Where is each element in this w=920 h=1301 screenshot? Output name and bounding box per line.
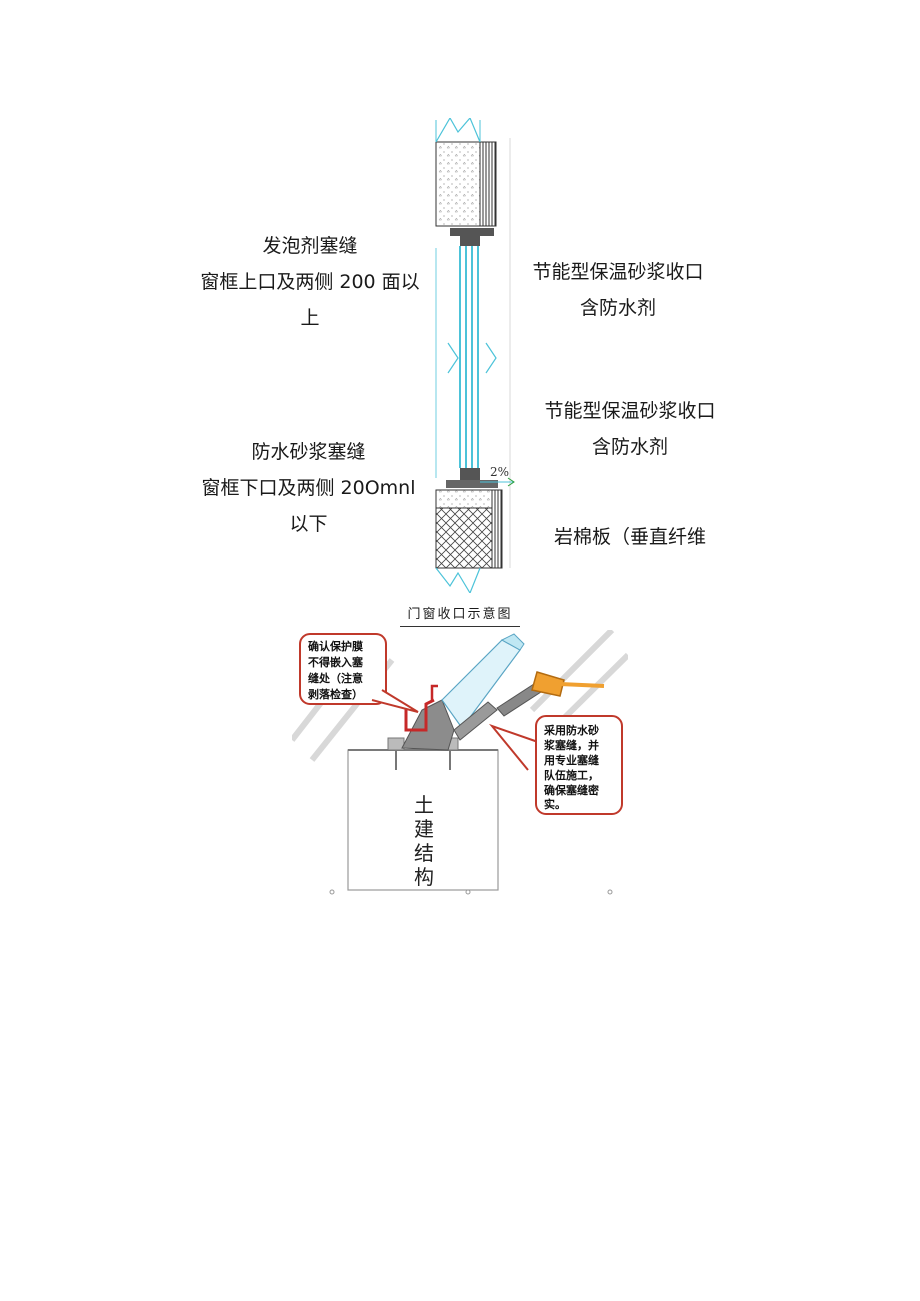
upper-wall [435,118,497,227]
callout-left: 确认保护膜 不得嵌入塞 缝处（注意 剥落检查） [299,633,419,713]
callout-left-line-1: 确认保护膜 [308,639,363,653]
upper-right-label: 节能型保温砂浆收口 含防水剂 [528,254,708,326]
upper-right-line-2: 含防水剂 [579,297,656,319]
selection-handles [329,889,613,895]
concrete-structure [347,737,499,891]
lower-wall [435,489,503,593]
structure-vertical-label: 土 建 结 构 [414,793,434,889]
window-frame-profile [401,633,525,751]
middle-right-line-2: 含防水剂 [591,436,668,458]
vertical-char-1: 土 [414,793,434,817]
lower-right-line-1: 岩棉板（垂直纤维 [553,526,706,548]
callout-left-line-4: 剥落检查） [308,687,363,701]
callout-left-line-2: 不得嵌入塞 [308,655,364,669]
callout-right-line-5: 确保塞缝密 [544,783,599,797]
upper-left-label: 发泡剂塞缝 窗框上口及两侧 200 面以 上 [200,228,420,336]
lower-left-line-3: 以下 [289,513,328,535]
slope-label: 2% [490,465,509,479]
upper-left-line-3: 上 [300,307,320,329]
callout-right-line-2: 浆塞缝，并 [544,738,599,752]
lower-right-label: 岩棉板（垂直纤维 [540,519,720,555]
window-section-drawing: 2% [435,118,515,593]
vertical-char-4: 构 [414,865,434,889]
vertical-char-2: 建 [414,817,434,841]
sealing-tool [496,671,605,717]
vertical-char-3: 结 [414,841,434,865]
lower-left-label: 防水砂浆塞缝 窗框下口及两侧 20Omnl 以下 [196,434,421,542]
sealing-illustration: 确认保护膜 不得嵌入塞 缝处（注意 剥落检查） 采用防水砂 浆塞缝，并 用专业塞… [292,630,628,898]
callout-right-line-3: 用专业塞缝 [544,753,599,767]
callout-right-line-6: 实。 [544,797,566,811]
upper-left-line-1: 发泡剂塞缝 [262,235,358,257]
callout-left-line-3: 缝处（注意 [308,671,363,685]
window-sill-frame: 2% [446,465,515,488]
lower-left-line-2: 窗框下口及两侧 20Omnl [201,477,416,499]
window-head-frame [450,228,494,246]
figure-caption: 门窗收口示意图 [400,604,520,627]
callout-right-line-4: 队伍施工， [544,768,599,782]
glass-pane [435,138,511,568]
callout-right: 采用防水砂 浆塞缝，并 用专业塞缝 队伍施工， 确保塞缝密 实。 [488,715,623,815]
callout-right-line-1: 采用防水砂 [543,723,599,737]
middle-right-label: 节能型保温砂浆收口 含防水剂 [540,393,720,465]
lower-left-line-1: 防水砂浆塞缝 [251,441,366,463]
upper-right-line-1: 节能型保温砂浆收口 [532,261,704,283]
upper-left-line-2: 窗框上口及两侧 200 面以 [200,271,420,293]
middle-right-line-1: 节能型保温砂浆收口 [544,400,716,422]
